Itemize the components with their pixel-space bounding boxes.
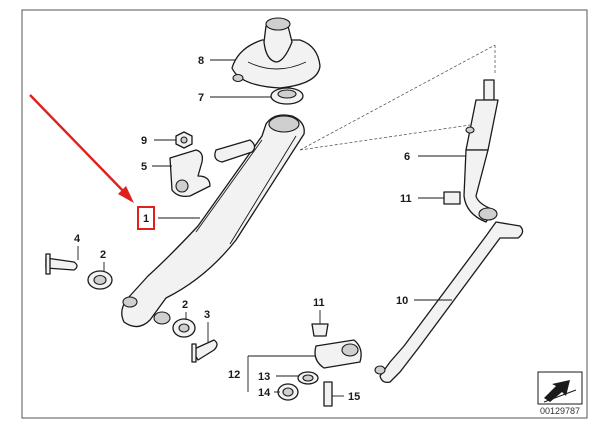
callout-14: 14 xyxy=(258,387,271,399)
callout-8: 8 xyxy=(198,55,204,67)
highlight-arrow xyxy=(29,94,134,203)
callout-1: 1 xyxy=(143,213,149,225)
callout-7: 7 xyxy=(198,92,204,104)
clip-part-lower xyxy=(311,323,329,337)
callout-15: 15 xyxy=(348,391,360,403)
selector-rod-part xyxy=(463,79,499,223)
callout-11-lower: 11 xyxy=(313,297,325,309)
pin-part xyxy=(45,253,78,275)
callout-4: 4 xyxy=(74,233,81,245)
clip-part xyxy=(191,339,218,363)
callout-12: 12 xyxy=(228,369,240,381)
clip-part-upper xyxy=(443,191,461,205)
callout-2-upper: 2 xyxy=(100,249,106,261)
shift-boot-part xyxy=(231,17,321,89)
callout-10: 10 xyxy=(396,295,408,307)
callout-labels: 8 7 9 5 1 4 2 2 3 6 11 10 11 12 13 14 15 xyxy=(74,55,412,403)
callout-5: 5 xyxy=(141,161,147,173)
shift-rod-part xyxy=(374,221,524,384)
corner-arrow-icon xyxy=(537,371,583,405)
bushing-part-lower xyxy=(172,318,196,338)
diagram-frame xyxy=(21,9,588,419)
callout-3: 3 xyxy=(204,309,210,321)
guide-lines xyxy=(299,44,496,151)
callout-2-lower: 2 xyxy=(182,299,188,311)
shift-lever-part xyxy=(121,114,305,328)
catalog-number: 00129787 xyxy=(540,406,580,416)
callout-9: 9 xyxy=(141,135,147,147)
bracket-part xyxy=(169,149,211,198)
bearing-ring-part xyxy=(270,87,304,105)
nut-part xyxy=(175,131,193,149)
leader-lines xyxy=(77,59,466,397)
joint-assembly-part xyxy=(277,339,362,407)
callout-11-upper: 11 xyxy=(400,193,412,205)
highlight-box xyxy=(137,206,155,230)
callout-13: 13 xyxy=(258,371,270,383)
bushing-part-upper xyxy=(87,270,113,290)
callout-6: 6 xyxy=(404,151,410,163)
